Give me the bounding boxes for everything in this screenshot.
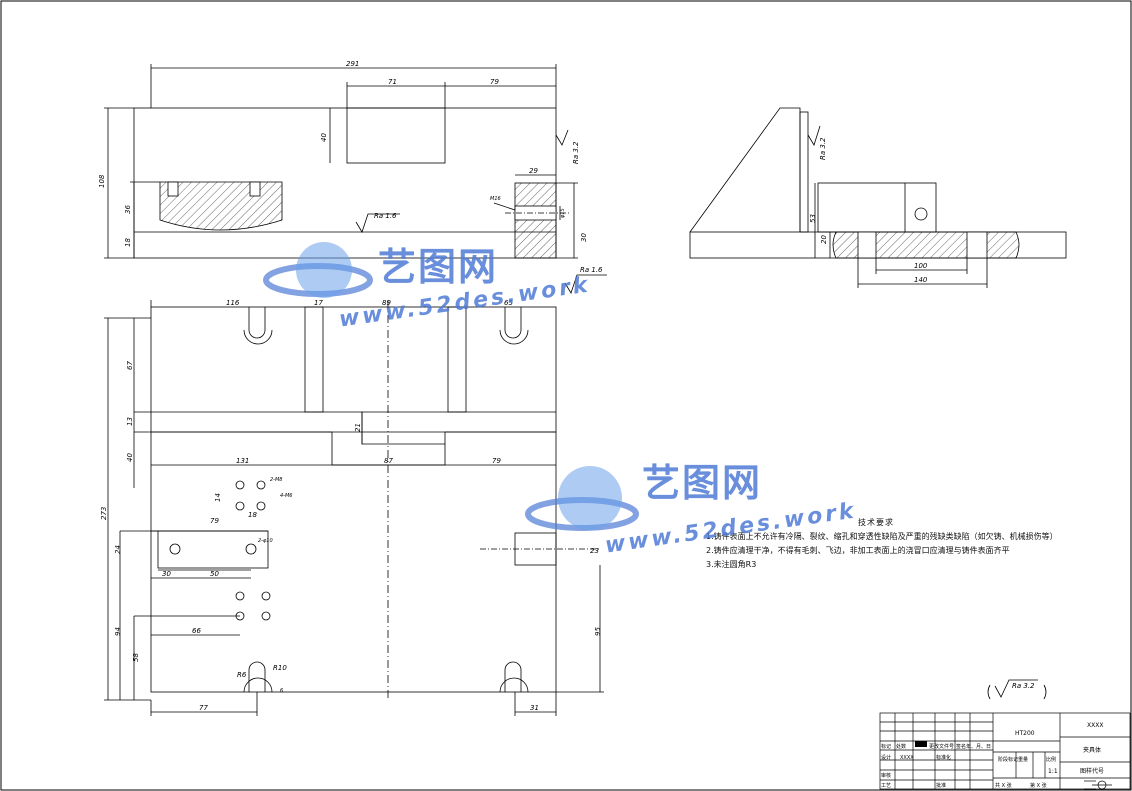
dim-89: 89 (382, 299, 391, 307)
roughness-c: Ra 3.2 (572, 141, 580, 164)
tb-row-7: 审核 (881, 772, 891, 779)
dim-116: 116 (226, 299, 240, 307)
tb-row-3: 签名 (956, 743, 966, 750)
dim-108: 108 (98, 174, 106, 188)
note-line-2: 2.铸件应清理干净，不得有毛刺、飞边，非加工表面上的浇冒口应清理与铸件表面齐平 (706, 546, 1010, 555)
dim-14: 14 (214, 493, 222, 502)
tb-company: XXXX (1087, 722, 1103, 729)
dim-77: 77 (199, 704, 208, 712)
roughness-a: Ra 1.6 (374, 212, 397, 220)
dim-79c: 79 (210, 517, 219, 525)
dim-140: 140 (914, 276, 928, 284)
tb-row-9: 批准 (936, 782, 946, 789)
tb-row-1: 处数 (896, 743, 906, 750)
tb-material: HT200 (1015, 730, 1035, 737)
tb-cell-2: 比例 (1046, 756, 1056, 763)
dim-95: 95 (594, 627, 602, 636)
tb-row-6: 标准化 (936, 754, 951, 761)
side-roughness: Ra 3.2 (819, 137, 827, 160)
notes-title: 技术要求 (858, 518, 894, 527)
side-view (689, 107, 1067, 288)
dim-50: 50 (210, 570, 219, 578)
dim-6: 6 (280, 688, 283, 694)
dim-17: 17 (314, 299, 323, 307)
dim-67: 67 (126, 361, 134, 370)
dim-36: 36 (124, 205, 132, 214)
tb-cell-3: 共 X 张 (995, 782, 1012, 789)
dim-71: 71 (388, 78, 397, 86)
tb-row-5: 设计 (881, 754, 891, 761)
dim-29: 29 (529, 167, 538, 175)
dim-31: 31 (530, 704, 539, 712)
front-view (104, 64, 607, 294)
surface-finish-label: Ra 3.2 (1012, 682, 1035, 690)
dim-20: 20 (820, 235, 828, 244)
dim-87: 87 (384, 457, 393, 465)
tb-drawing-no: 图样代号 (1080, 767, 1104, 775)
dim-13: 13 (126, 417, 134, 426)
dim-94: 94 (114, 627, 122, 636)
tag-m8: 2-M8 (270, 477, 282, 483)
tb-cell-1: 重量 (1018, 756, 1028, 763)
title-block-mark (915, 741, 927, 747)
dim-131: 131 (236, 457, 249, 465)
tb-cell-0: 阶段标记 (998, 756, 1018, 763)
dim-18: 18 (124, 238, 132, 247)
dim-bore: φ15 (560, 208, 566, 218)
roughness-b: Ra 1.6 (580, 266, 603, 274)
note-line-1: 1.铸件表面上不允许有冷隔、裂纹、缩孔和穿透性缺陷及严重的残缺类缺陷（如欠铸、机… (706, 532, 1058, 541)
dim-58: 58 (132, 653, 140, 662)
dim-66: 66 (192, 627, 201, 635)
radius-r10: R10 (273, 664, 287, 672)
technical-notes: 技术要求 1.铸件表面上不允许有冷隔、裂纹、缩孔和穿透性缺陷及严重的残缺类缺陷（… (706, 516, 1086, 572)
dim-30: 30 (162, 570, 171, 578)
dim-100: 100 (914, 262, 928, 270)
tb-designer: XXXX (900, 755, 914, 761)
dim-23: 23 (590, 547, 599, 555)
tag-m6: 4-M6 (280, 493, 292, 499)
dim-40b: 40 (126, 453, 134, 462)
tb-row-4: 年、月、日 (966, 743, 991, 750)
radius-r6: R6 (237, 671, 247, 679)
dim-65: 65 (504, 299, 513, 307)
surface-finish-symbol (987, 679, 1047, 700)
tb-part-name: 夹具体 (1083, 746, 1101, 754)
dim-24: 24 (114, 545, 122, 554)
tb-row-8: 工艺 (881, 783, 891, 789)
tb-scale: 1:1 (1048, 768, 1058, 775)
tb-row-0: 标记 (881, 743, 891, 750)
dim-79: 79 (490, 78, 499, 86)
dim-40: 40 (320, 133, 328, 142)
dim-21: 21 (354, 423, 362, 432)
dim-79b: 79 (492, 457, 501, 465)
dim-291: 291 (346, 60, 359, 68)
dim-53: 53 (809, 214, 817, 223)
dim-30: 30 (580, 233, 588, 242)
dim-18b: 18 (248, 511, 257, 519)
thread-m16: M16 (490, 196, 501, 202)
title-block (879, 712, 1131, 790)
tb-cell-4: 第 X 张 (1030, 782, 1047, 789)
dim-273: 273 (100, 507, 108, 520)
note-line-3: 3.未注圆角R3 (706, 560, 757, 569)
tag-10: 2-φ10 (258, 538, 273, 544)
tb-row-2: 更改文件号 (929, 743, 954, 750)
plan-view (104, 300, 604, 716)
